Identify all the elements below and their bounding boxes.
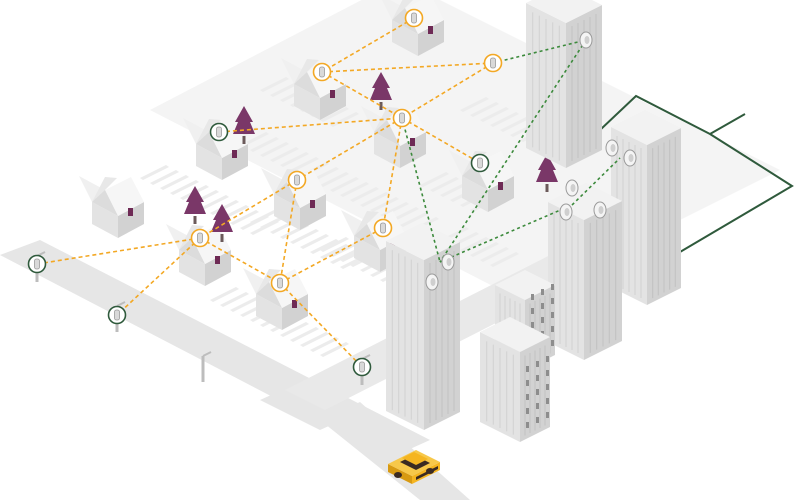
fiber-line xyxy=(599,94,794,253)
mesh-link xyxy=(321,17,415,73)
microwave-dish-icon xyxy=(559,203,573,221)
mesh-link xyxy=(321,71,403,119)
radio-node-icon xyxy=(373,218,393,238)
radio-node-icon xyxy=(392,108,412,128)
mesh-nodes xyxy=(27,8,503,377)
microwave-dish-icon xyxy=(565,179,579,197)
car-icon xyxy=(388,450,440,484)
radio-node-icon xyxy=(470,153,490,173)
mesh-link xyxy=(199,179,298,239)
microwave-dish-icon xyxy=(623,149,637,167)
radio-node-icon xyxy=(107,305,127,325)
mesh-link xyxy=(279,227,384,284)
tree-icon xyxy=(536,154,558,192)
tree-icon xyxy=(211,204,233,242)
backhaul-link xyxy=(492,39,587,64)
office-block-icon xyxy=(480,317,550,442)
tree-icon xyxy=(233,106,255,144)
mesh-link xyxy=(116,237,201,316)
radio-node-icon xyxy=(270,273,290,293)
microwave-dish-icon xyxy=(593,201,607,219)
microwave-dish-icon xyxy=(579,31,593,49)
mesh-link xyxy=(279,179,298,284)
mesh-link xyxy=(199,237,281,284)
mesh-link xyxy=(279,282,363,368)
radio-node-icon xyxy=(352,357,372,377)
backhaul-link xyxy=(401,117,441,263)
microwave-dish-icon xyxy=(425,273,439,291)
office-towers xyxy=(386,0,681,442)
office-tower-icon xyxy=(548,183,622,360)
dishes xyxy=(425,31,637,291)
backhaul-links xyxy=(401,39,621,263)
mesh-link xyxy=(321,62,494,73)
mesh-links xyxy=(36,17,494,368)
office-tower-icon xyxy=(526,0,602,168)
trees xyxy=(184,72,558,242)
radio-node-icon xyxy=(483,53,503,73)
backhaul-link xyxy=(571,157,621,206)
radio-node-icon xyxy=(404,8,424,28)
mesh-link xyxy=(218,117,403,133)
radio-node-icon xyxy=(312,62,332,82)
radio-node-icon xyxy=(190,228,210,248)
mesh-link xyxy=(296,117,403,181)
radio-node-icon xyxy=(287,170,307,190)
microwave-dish-icon xyxy=(605,139,619,157)
house-icon xyxy=(79,176,144,238)
mesh-link xyxy=(401,62,494,119)
mesh-link xyxy=(382,117,403,229)
mesh-link xyxy=(401,117,481,164)
radio-node-icon xyxy=(209,122,229,142)
radio-node-icon xyxy=(27,254,47,274)
tree-icon xyxy=(370,72,392,110)
tree-icon xyxy=(184,186,206,224)
backhaul-link xyxy=(439,39,587,263)
street-light-icon xyxy=(201,351,212,382)
microwave-dish-icon xyxy=(441,253,455,271)
